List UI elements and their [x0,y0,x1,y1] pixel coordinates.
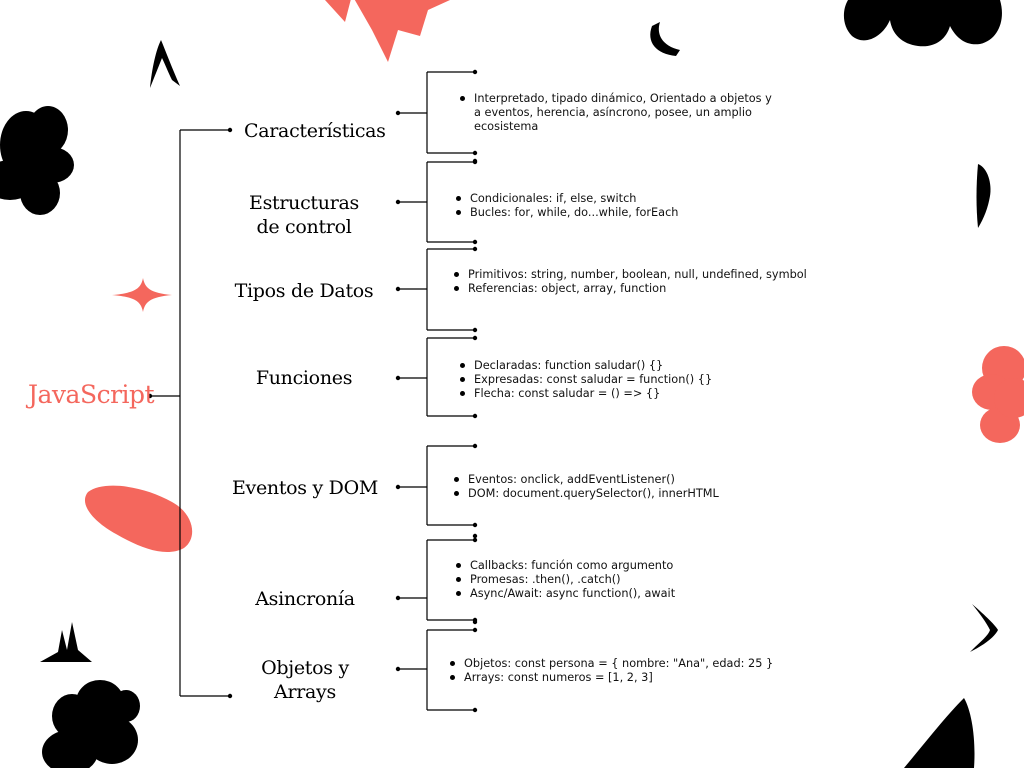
black-bar-shape [976,164,991,228]
bracket-left-dot [395,375,401,381]
detail-list-caracteristicas: Interpretado, tipado dinámico, Orientado… [456,92,774,134]
black-wing-shape [904,698,975,768]
bracket-top-dot [472,443,478,449]
detail-item: Expresadas: const saludar = function() {… [460,373,794,387]
detail-item: Callbacks: función como argumento [456,559,790,573]
bracket-bottom-dot [472,413,478,419]
bracket-top-dot [472,627,478,633]
topic-label-tipos: Tipos de Datos [234,280,374,302]
black-chevron-shape [970,604,998,652]
detail-item: Eventos: onclick, addEventListener() [454,473,798,487]
detail-item: Promesas: .then(), .catch() [456,573,790,587]
detail-list-eventos: Eventos: onclick, addEventListener()DOM:… [450,473,798,501]
topic-label-funciones: Funciones [255,367,353,389]
detail-item: Declaradas: function saludar() {} [460,359,794,373]
bracket-left-dot [395,286,401,292]
black-crown-shape [40,622,92,662]
topic-label-estructuras: Estructuras de control [249,192,359,238]
detail-item: DOM: document.querySelector(), innerHTML [454,487,798,501]
bracket-left-dot [395,484,401,490]
topic-label-asincronia: Asincronía [255,588,355,610]
black-flower-shape [0,106,74,215]
topic-label-objetos: Objetos y Arrays [261,657,349,703]
detail-list-objetos: Objetos: const persona = { nombre: "Ana"… [446,657,804,685]
black-flower-bottom-shape [42,680,140,768]
bracket-bottom-dot [472,327,478,333]
branch-dot [227,693,233,699]
bracket-top-dot [472,246,478,252]
topic-label-eventos: Eventos y DOM [231,477,379,499]
coral-star-shape [325,0,450,62]
black-scallop-shape [843,0,1002,47]
detail-list-funciones: Declaradas: function saludar() {}Expresa… [456,359,794,401]
detail-item: Primitivos: string, number, boolean, nul… [454,268,807,281]
bracket-left-dot [395,110,401,116]
detail-item: Interpretado, tipado dinámico, Orientado… [460,92,774,134]
root-node-label: JavaScript [28,380,155,409]
bracket-top-dot [472,537,478,543]
bracket-bottom-dot [472,239,478,245]
black-spike-shape [150,40,180,88]
coral-blob-shape [84,485,193,553]
bracket-left-dot [395,199,401,205]
detail-list-tipos: Primitivos: string, number, boolean, nul… [450,268,808,296]
detail-item: Condicionales: if, else, switch [456,192,800,206]
detail-item: Bucles: for, while, do...while, forEach [456,206,800,220]
detail-item: Objetos: const persona = { nombre: "Ana"… [450,657,804,671]
root-dot [147,393,153,399]
bracket-extra-dot [472,619,478,625]
bracket-left-dot [395,595,401,601]
bracket-extra-dot [472,158,478,164]
coral-flower-shape [972,346,1024,443]
bracket-left-dot [395,666,401,672]
detail-item: Flecha: const saludar = () => {} [460,387,794,401]
black-boomerang-shape [650,22,680,56]
bracket-bottom-dot [472,707,478,713]
bracket-top-dot [472,335,478,341]
bracket-bottom-dot [472,150,478,156]
detail-item: Async/Await: async function(), await [456,587,790,601]
bracket-extra-dot [472,533,478,539]
coral-sparkle-shape [112,278,172,312]
bracket-top-dot [472,69,478,75]
detail-item: Referencias: object, array, function [454,282,808,296]
detail-item: Arrays: const numeros = [1, 2, 3] [450,671,804,685]
bracket-bottom-dot [472,522,478,528]
branch-dot [227,127,233,133]
topic-label-caracteristicas: Características [244,120,386,142]
